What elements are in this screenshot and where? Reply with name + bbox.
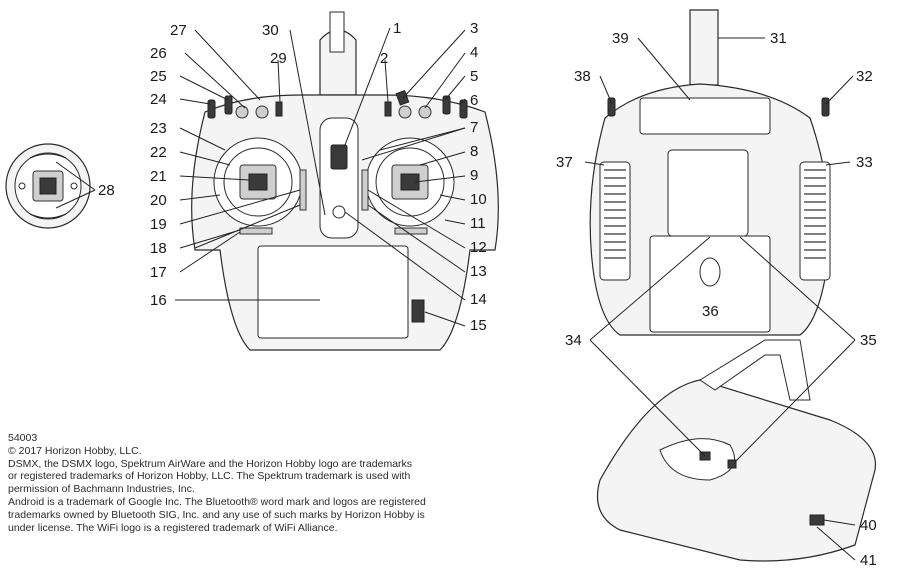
callout-24: 24 <box>150 91 167 108</box>
callout-7: 7 <box>470 119 478 136</box>
part-number: 54003 <box>8 432 38 444</box>
callout-40: 40 <box>860 517 877 534</box>
callout-13: 13 <box>470 263 487 280</box>
callout-28: 28 <box>98 182 115 199</box>
trademark-line-3: permission of Bachmann Industries, Inc. <box>8 483 195 496</box>
callout-18: 18 <box>150 240 167 257</box>
callout-33: 33 <box>856 154 873 171</box>
callout-41: 41 <box>860 552 877 569</box>
callout-22: 22 <box>150 144 167 161</box>
callout-8: 8 <box>470 143 478 160</box>
callout-5: 5 <box>470 68 478 85</box>
rear-grill-lines <box>604 169 826 259</box>
callout-11: 11 <box>470 215 486 232</box>
trademark-line-2: or registered trademarks of Horizon Hobb… <box>8 470 411 483</box>
callout-12: 12 <box>470 239 487 256</box>
gimbal-detail-drawing <box>5 143 91 229</box>
transmitter-front-drawing <box>191 11 499 351</box>
leader-lines <box>55 27 856 561</box>
callout-15: 15 <box>470 317 487 334</box>
trademark-line-1: DSMX, the DSMX logo, Spektrum AirWare an… <box>8 457 413 470</box>
callout-6: 6 <box>470 92 478 109</box>
callout-1: 1 <box>393 20 401 37</box>
callout-4: 4 <box>470 44 478 61</box>
callout-27: 27 <box>170 22 187 39</box>
callout-26: 26 <box>150 45 167 62</box>
copyright-line: © 2017 Horizon Hobby, LLC. <box>8 444 142 457</box>
callout-34: 34 <box>565 332 582 349</box>
callout-39: 39 <box>612 30 629 47</box>
trademark-line-4: Android is a trademark of Google Inc. Th… <box>8 495 426 508</box>
callout-36: 36 <box>702 303 719 320</box>
callout-31: 31 <box>770 30 787 47</box>
trademark-line-5: trademarks owned by Bluetooth SIG, Inc. … <box>8 508 425 521</box>
callout-32: 32 <box>856 68 873 85</box>
callout-29: 29 <box>270 50 287 67</box>
copyright-notice: 54003 © 2017 Horizon Hobby, LLC. DSMX, t… <box>8 432 528 534</box>
callout-numbers: 1 2 3 4 5 6 7 8 9 10 11 12 13 14 15 16 1… <box>98 20 877 569</box>
callout-38: 38 <box>574 68 591 85</box>
callout-37: 37 <box>556 154 573 171</box>
callout-16: 16 <box>150 292 167 309</box>
callout-21: 21 <box>150 168 167 185</box>
callout-17: 17 <box>150 264 167 281</box>
callout-35: 35 <box>860 332 877 349</box>
callout-20: 20 <box>150 192 167 209</box>
transmitter-angled-drawing <box>596 339 877 562</box>
callout-23: 23 <box>150 120 167 137</box>
callout-9: 9 <box>470 167 478 184</box>
callout-30: 30 <box>262 22 279 39</box>
callout-25: 25 <box>150 68 167 85</box>
trademark-line-6: under license. The WiFi logo is a regist… <box>8 521 338 534</box>
callout-3: 3 <box>470 20 478 37</box>
callout-2: 2 <box>380 50 388 67</box>
transmitter-rear-drawing <box>589 9 831 336</box>
callout-19: 19 <box>150 216 167 233</box>
callout-10: 10 <box>470 191 487 208</box>
callout-14: 14 <box>470 291 487 308</box>
